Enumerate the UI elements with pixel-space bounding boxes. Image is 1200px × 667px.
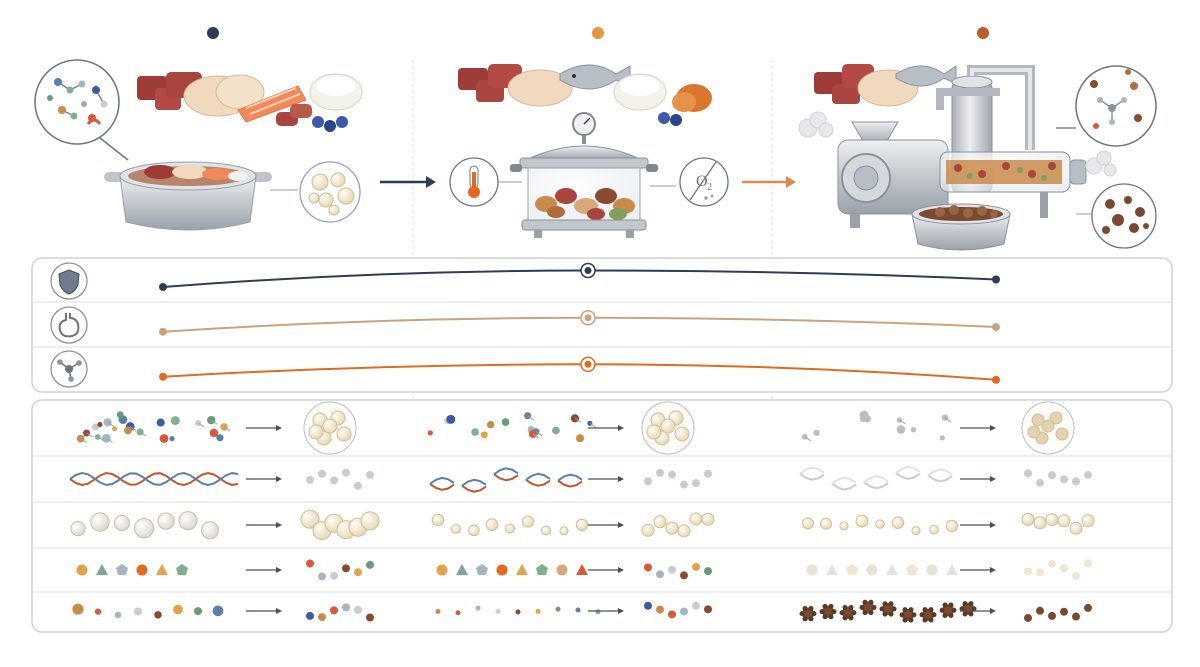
stomach-icon xyxy=(50,306,88,344)
pot-icon[interactable] xyxy=(104,161,272,231)
mineral-particle-stage-3-icon xyxy=(799,599,1092,623)
metrics-panel xyxy=(31,257,1173,393)
protein-helix-stage-1-icon xyxy=(69,468,374,490)
amino-acid-chain-stage-2-icon xyxy=(427,401,695,455)
stage-raw-cooking xyxy=(34,59,436,231)
oxygen-icon: O 2 xyxy=(650,157,729,207)
transition-arrow xyxy=(960,476,996,482)
fat-globule-stage-2-icon xyxy=(431,512,715,538)
digestibility-point-3[interactable] xyxy=(992,323,1000,332)
transition-arrow xyxy=(246,522,282,528)
extrusion-ingredients-icon xyxy=(814,64,957,107)
amino-acid-chain-stage-3-icon xyxy=(801,401,1075,455)
vitamin-shape-stage-1-icon xyxy=(76,559,374,581)
protein-helix-stage-3-icon xyxy=(799,465,1092,491)
pressure-cooker-icon[interactable] xyxy=(510,112,658,238)
timeline-node-stage-2[interactable] xyxy=(590,25,606,41)
safety-trend xyxy=(159,262,1000,291)
transition-arrow xyxy=(588,608,624,614)
row-proteins xyxy=(69,465,1092,493)
row-minerals xyxy=(72,599,1092,623)
steam-icon xyxy=(798,111,1117,177)
transition-arrow xyxy=(246,608,282,614)
vitamin-shape-stage-3-icon xyxy=(806,559,1092,580)
nutrient-structure-point-3[interactable] xyxy=(992,375,1000,384)
transition-arrow xyxy=(960,425,996,431)
timeline-node-stage-3[interactable] xyxy=(975,25,991,41)
raw-ingredients-icon xyxy=(137,72,363,132)
process-timeline xyxy=(26,25,1172,41)
nutrient-panel xyxy=(31,399,1173,633)
timeline-node-stage-1[interactable] xyxy=(205,25,221,41)
stage-extrusion xyxy=(798,64,1157,251)
processed-molecule-magnifier-icon xyxy=(1056,65,1157,147)
transition-arrow xyxy=(960,608,996,614)
row-fats xyxy=(70,509,1095,541)
transition-arrow xyxy=(960,567,996,573)
extruder-machine-icon[interactable] xyxy=(837,65,1087,228)
svg-text:2: 2 xyxy=(707,182,712,193)
pressure-cooker-food xyxy=(535,188,635,220)
arrow-stage-1-to-2 xyxy=(380,176,436,188)
maillard-particle-magnifier-icon xyxy=(1076,183,1157,249)
kibble-bowl-icon xyxy=(911,203,1011,251)
transition-arrow xyxy=(246,476,282,482)
digestibility-point-1[interactable] xyxy=(159,327,167,336)
transition-arrow xyxy=(588,425,624,431)
shield-icon xyxy=(50,262,88,300)
safety-point-1[interactable] xyxy=(159,283,167,291)
raw-molecule-magnifier-icon xyxy=(34,59,129,161)
vitamin-shape-stage-2-icon xyxy=(436,562,712,580)
row-amino-acids xyxy=(76,401,1075,455)
protein-helix-stage-2-icon xyxy=(429,467,712,493)
arrow-stage-2-to-3 xyxy=(742,176,796,188)
transition-arrow xyxy=(960,522,996,528)
transition-arrow xyxy=(246,567,282,573)
mineral-particle-stage-2-icon xyxy=(435,601,712,619)
stage-pressure-cooking: O 2 xyxy=(449,64,796,238)
row-vitamins xyxy=(76,559,1092,581)
molecule-icon xyxy=(50,350,88,388)
fat-globule-stage-3-icon xyxy=(802,512,1095,536)
nutrient-grid xyxy=(69,401,1095,623)
thermometer-icon xyxy=(449,157,522,207)
cooked-ingredients-icon xyxy=(458,64,712,126)
fat-globule-stage-1-icon xyxy=(70,509,380,541)
transition-arrow xyxy=(588,567,624,573)
transition-arrow xyxy=(588,476,624,482)
nutrient-structure-trend xyxy=(159,356,1000,384)
safety-point-3[interactable] xyxy=(992,275,1000,284)
amino-acid-chain-stage-1-icon xyxy=(76,401,357,455)
metric-lines xyxy=(159,262,1000,384)
mineral-particle-stage-1-icon xyxy=(72,603,374,622)
digestibility-trend xyxy=(159,310,1000,336)
svg-text:O: O xyxy=(696,173,708,190)
water-bubble-icon xyxy=(270,161,361,223)
nutrient-structure-point-1[interactable] xyxy=(159,372,167,381)
transition-arrow xyxy=(246,425,282,431)
transition-arrow xyxy=(588,522,624,528)
